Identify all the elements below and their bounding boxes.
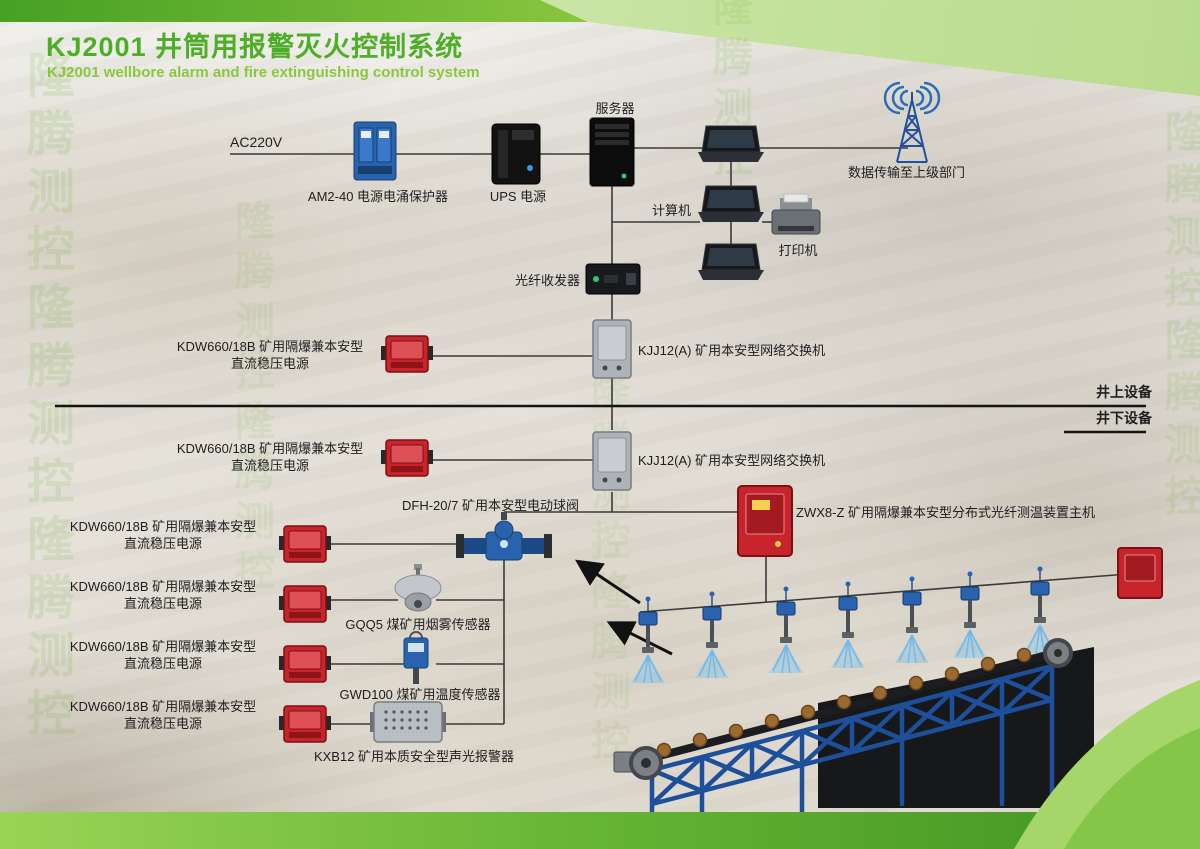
label-surface-equipment: 井上设备 bbox=[1096, 384, 1152, 400]
dc-power-supply-device bbox=[380, 335, 434, 373]
network-switch-device bbox=[592, 431, 632, 491]
antenna-tower-icon bbox=[883, 81, 941, 163]
computer-laptops bbox=[697, 125, 765, 281]
label-network-switch: KJJ12(A) 矿用本安型网络交换机 bbox=[638, 453, 826, 468]
sound-light-alarm-device bbox=[370, 701, 446, 743]
label-kdw-supply: KDW660/18B 矿用隔爆兼本安型 直流稳压电源 bbox=[69, 639, 257, 671]
dc-power-supply-device bbox=[278, 525, 332, 563]
divider-lines bbox=[55, 404, 1146, 434]
terminal-cabinet-device bbox=[1117, 547, 1163, 599]
spray-unit bbox=[630, 595, 666, 684]
label-surge-protector: AM2-40 电源电涌保护器 bbox=[307, 189, 449, 204]
footer-band bbox=[0, 812, 1200, 849]
label-temp-sensor: GWD100 煤矿用温度传感器 bbox=[339, 687, 501, 702]
label-fiber-transceiver: 光纤收发器 bbox=[514, 273, 580, 288]
label-uplink: 数据传输至上级部门 bbox=[848, 165, 966, 180]
printer-device bbox=[771, 193, 821, 235]
dc-power-supply-device bbox=[380, 439, 434, 477]
label-ball-valve: DFH-20/7 矿用本安型电动球阀 bbox=[402, 498, 579, 513]
connector-lines bbox=[230, 147, 1129, 725]
label-underground-equipment: 井下设备 bbox=[1096, 410, 1152, 426]
flow-arrows bbox=[575, 559, 673, 656]
belt-wheel-hub bbox=[1054, 649, 1062, 657]
label-kdw-supply: KDW660/18B 矿用隔爆兼本安型 直流稳压电源 bbox=[176, 441, 364, 473]
network-switch-device bbox=[592, 319, 632, 379]
label-kdw-supply: KDW660/18B 矿用隔爆兼本安型 直流稳压电源 bbox=[69, 699, 257, 731]
label-server: 服务器 bbox=[595, 101, 635, 116]
label-ac220v: AC220V bbox=[230, 134, 283, 150]
label-smoke-sensor: GQQ5 煤矿用烟雾传感器 bbox=[345, 617, 491, 632]
surge-protector-device bbox=[353, 121, 397, 181]
server-device bbox=[589, 117, 635, 187]
laptop-icon bbox=[697, 185, 765, 223]
dc-power-supply-device bbox=[278, 705, 332, 743]
conveyor-truss bbox=[649, 663, 1055, 812]
dc-power-supply-device bbox=[278, 645, 332, 683]
label-ups: UPS 电源 bbox=[489, 189, 547, 204]
belt-rollers bbox=[656, 647, 1032, 758]
temperature-sensor-device bbox=[403, 631, 429, 684]
label-kdw-supply: KDW660/18B 矿用隔爆兼本安型 直流稳压电源 bbox=[69, 579, 257, 611]
laptop-icon bbox=[697, 125, 765, 163]
ups-device bbox=[491, 123, 541, 185]
label-network-switch: KJJ12(A) 矿用本安型网络交换机 bbox=[638, 343, 826, 358]
label-kdw-supply: KDW660/18B 矿用隔爆兼本安型 直流稳压电源 bbox=[69, 519, 257, 551]
spray-unit bbox=[952, 570, 988, 659]
label-dts-host: ZWX8-Z 矿用隔爆兼本安型分布式光纤测温装置主机 bbox=[796, 505, 1095, 520]
dc-power-supply-device bbox=[278, 585, 332, 623]
dts-host-device bbox=[737, 485, 793, 557]
smoke-sensor-device bbox=[394, 564, 442, 612]
belt-wheel-hub bbox=[641, 758, 651, 768]
page-title: KJ2001 井筒用报警灭火控制系统 bbox=[46, 32, 464, 62]
label-alarm: KXB12 矿用本质安全型声光报警器 bbox=[313, 749, 515, 764]
fiber-transceiver-device bbox=[585, 263, 641, 295]
spray-unit bbox=[694, 590, 730, 679]
label-kdw-supply: KDW660/18B 矿用隔爆兼本安型 直流稳压电源 bbox=[176, 339, 364, 371]
label-computer: 计算机 bbox=[652, 203, 692, 218]
label-printer: 打印机 bbox=[778, 243, 818, 258]
page-subtitle: KJ2001 wellbore alarm and fire extinguis… bbox=[47, 64, 480, 81]
laptop-icon bbox=[697, 243, 765, 281]
conveyor-belt bbox=[613, 638, 1094, 812]
ball-valve-device bbox=[456, 512, 552, 561]
footer-swoosh bbox=[1014, 680, 1200, 849]
